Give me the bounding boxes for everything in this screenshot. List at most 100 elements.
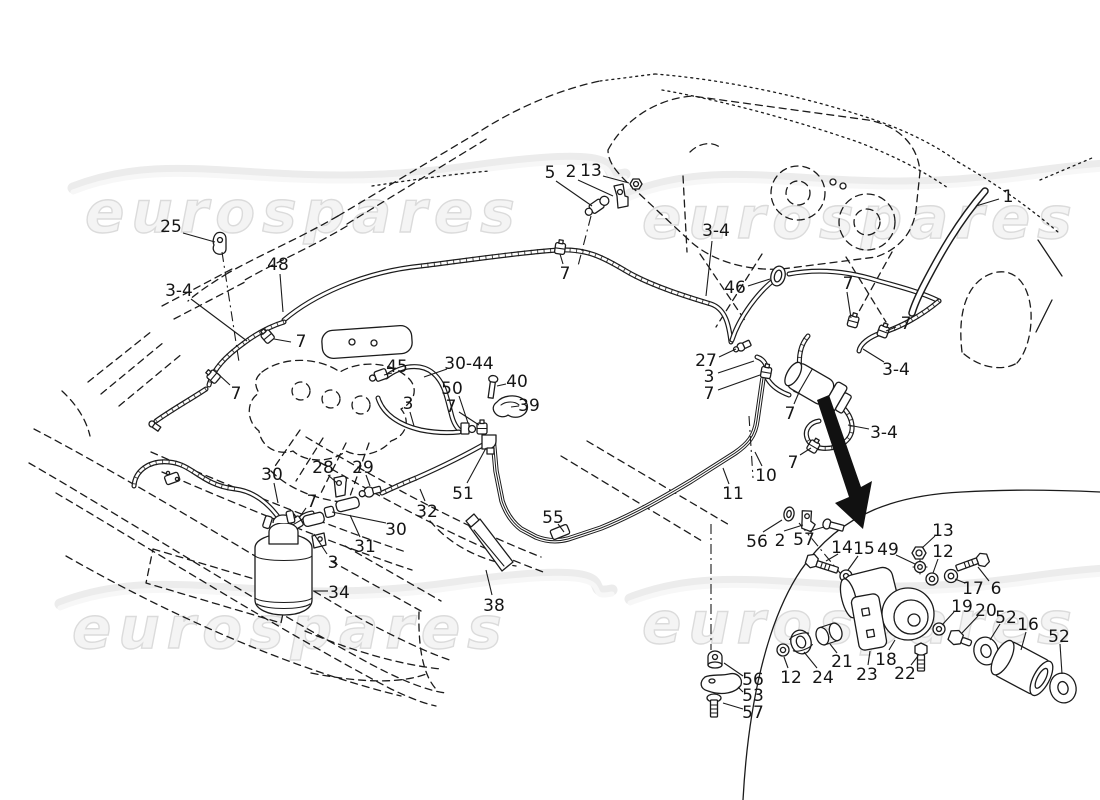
watermark-swoosh-highlight <box>627 571 1100 606</box>
leader-line-7 <box>458 411 480 426</box>
leader-line-6 <box>977 566 990 582</box>
part-label-7: 7 <box>560 264 571 284</box>
part-label-45: 45 <box>386 357 408 377</box>
leader-line-12 <box>783 656 789 669</box>
bushing-21 <box>815 622 843 646</box>
grommet-46 <box>770 265 786 287</box>
leader-line-28 <box>327 474 338 484</box>
clamp-7 <box>476 419 488 435</box>
leader-line-14 <box>825 553 839 562</box>
part-label-14: 14 <box>831 538 853 558</box>
leader-line-7 <box>846 291 852 319</box>
leader-line-31 <box>349 514 361 538</box>
clamp-7 <box>553 238 567 256</box>
part-label-27: 27 <box>695 351 717 371</box>
part-label-13: 13 <box>580 161 602 181</box>
bolt-57b <box>822 518 845 532</box>
part-label-46: 46 <box>724 278 746 298</box>
leader-line-55 <box>557 523 565 533</box>
part-label-49: 49 <box>877 540 899 560</box>
leader-line-57 <box>722 702 744 710</box>
leader-line-27 <box>718 348 737 358</box>
nut-13b <box>911 546 927 560</box>
part-label-30: 30 <box>385 520 407 540</box>
part-label-5: 5 <box>545 163 556 183</box>
leader-line-3 <box>717 360 755 374</box>
fitting-20 <box>947 629 973 647</box>
part-label-38: 38 <box>483 596 505 616</box>
leader-line-52 <box>1059 643 1063 675</box>
bolt-22 <box>914 642 928 672</box>
part-label-12: 12 <box>780 668 802 688</box>
part-label-1: 1 <box>1003 187 1014 207</box>
leader-line-1 <box>975 198 1000 207</box>
fuel-pump-insitu <box>784 361 852 415</box>
leader-line-29 <box>365 474 371 487</box>
clamp-2 <box>613 183 629 209</box>
pipe-sleeve-55 <box>549 523 571 541</box>
leader-line-49 <box>895 554 916 565</box>
part-label-7: 7 <box>901 314 912 334</box>
part-label-7: 7 <box>296 332 307 352</box>
part-label-30-44: 30-44 <box>444 354 493 374</box>
watermark-swoosh <box>624 159 1100 200</box>
leader-line-32 <box>419 488 426 502</box>
clip-25 <box>212 231 227 255</box>
part-label-17: 17 <box>962 579 984 599</box>
part-label-15: 15 <box>853 539 875 559</box>
part-label-48: 48 <box>267 255 289 275</box>
leader-line-46 <box>747 278 771 287</box>
part-label-7: 7 <box>231 384 242 404</box>
lever-53 <box>700 672 743 695</box>
nut-56c <box>707 650 723 669</box>
canister-34 <box>254 510 327 616</box>
washer-17 <box>943 568 959 584</box>
leader-line-3 <box>313 533 328 555</box>
washer-49 <box>912 559 928 575</box>
part-label-7: 7 <box>307 492 318 512</box>
part-label-19: 19 <box>951 597 973 617</box>
spacer-16 <box>990 639 1054 697</box>
part-label-51: 51 <box>452 484 474 504</box>
part-label-2: 2 <box>566 162 577 182</box>
washer-12b <box>925 572 939 586</box>
leader-line-2 <box>783 524 804 532</box>
leader-line-16 <box>1020 631 1027 651</box>
part-label-3: 3 <box>704 367 715 387</box>
leader-line-19 <box>941 611 955 626</box>
part-label-30: 30 <box>261 465 283 485</box>
pump-dome <box>881 587 935 641</box>
bolt-40 <box>487 374 499 399</box>
pointer-arrow <box>817 395 872 529</box>
leader-line-39 <box>510 405 520 408</box>
leader-line-2 <box>577 179 614 197</box>
bolt-57c <box>706 693 722 718</box>
part-label-7: 7 <box>704 384 715 404</box>
leader-line-5 <box>555 180 593 207</box>
clamp-7 <box>759 362 774 380</box>
leader-line-22 <box>910 655 919 666</box>
bracket-38 <box>465 513 514 572</box>
leader-line-17 <box>954 578 966 584</box>
part-label-23: 23 <box>856 665 878 685</box>
part-label-6: 6 <box>991 579 1002 599</box>
clip-28 <box>333 475 348 498</box>
engine-outline <box>248 324 415 504</box>
elbow-51 <box>481 434 497 455</box>
hoses <box>131 187 989 528</box>
part-label-3-4: 3-4 <box>882 360 910 380</box>
nut-13 <box>629 178 643 190</box>
leader-line-20 <box>961 615 979 634</box>
part-label-18: 18 <box>875 650 897 670</box>
leader-line-7 <box>216 372 231 386</box>
part-label-56: 56 <box>742 670 764 690</box>
bracket-plate-23 <box>850 593 888 651</box>
part-label-21: 21 <box>831 652 853 672</box>
leader-line-10 <box>754 451 763 467</box>
valve-5 <box>584 195 610 216</box>
part-label-7: 7 <box>788 453 799 473</box>
part-label-57: 57 <box>742 703 764 723</box>
washer-52b <box>1049 672 1077 704</box>
